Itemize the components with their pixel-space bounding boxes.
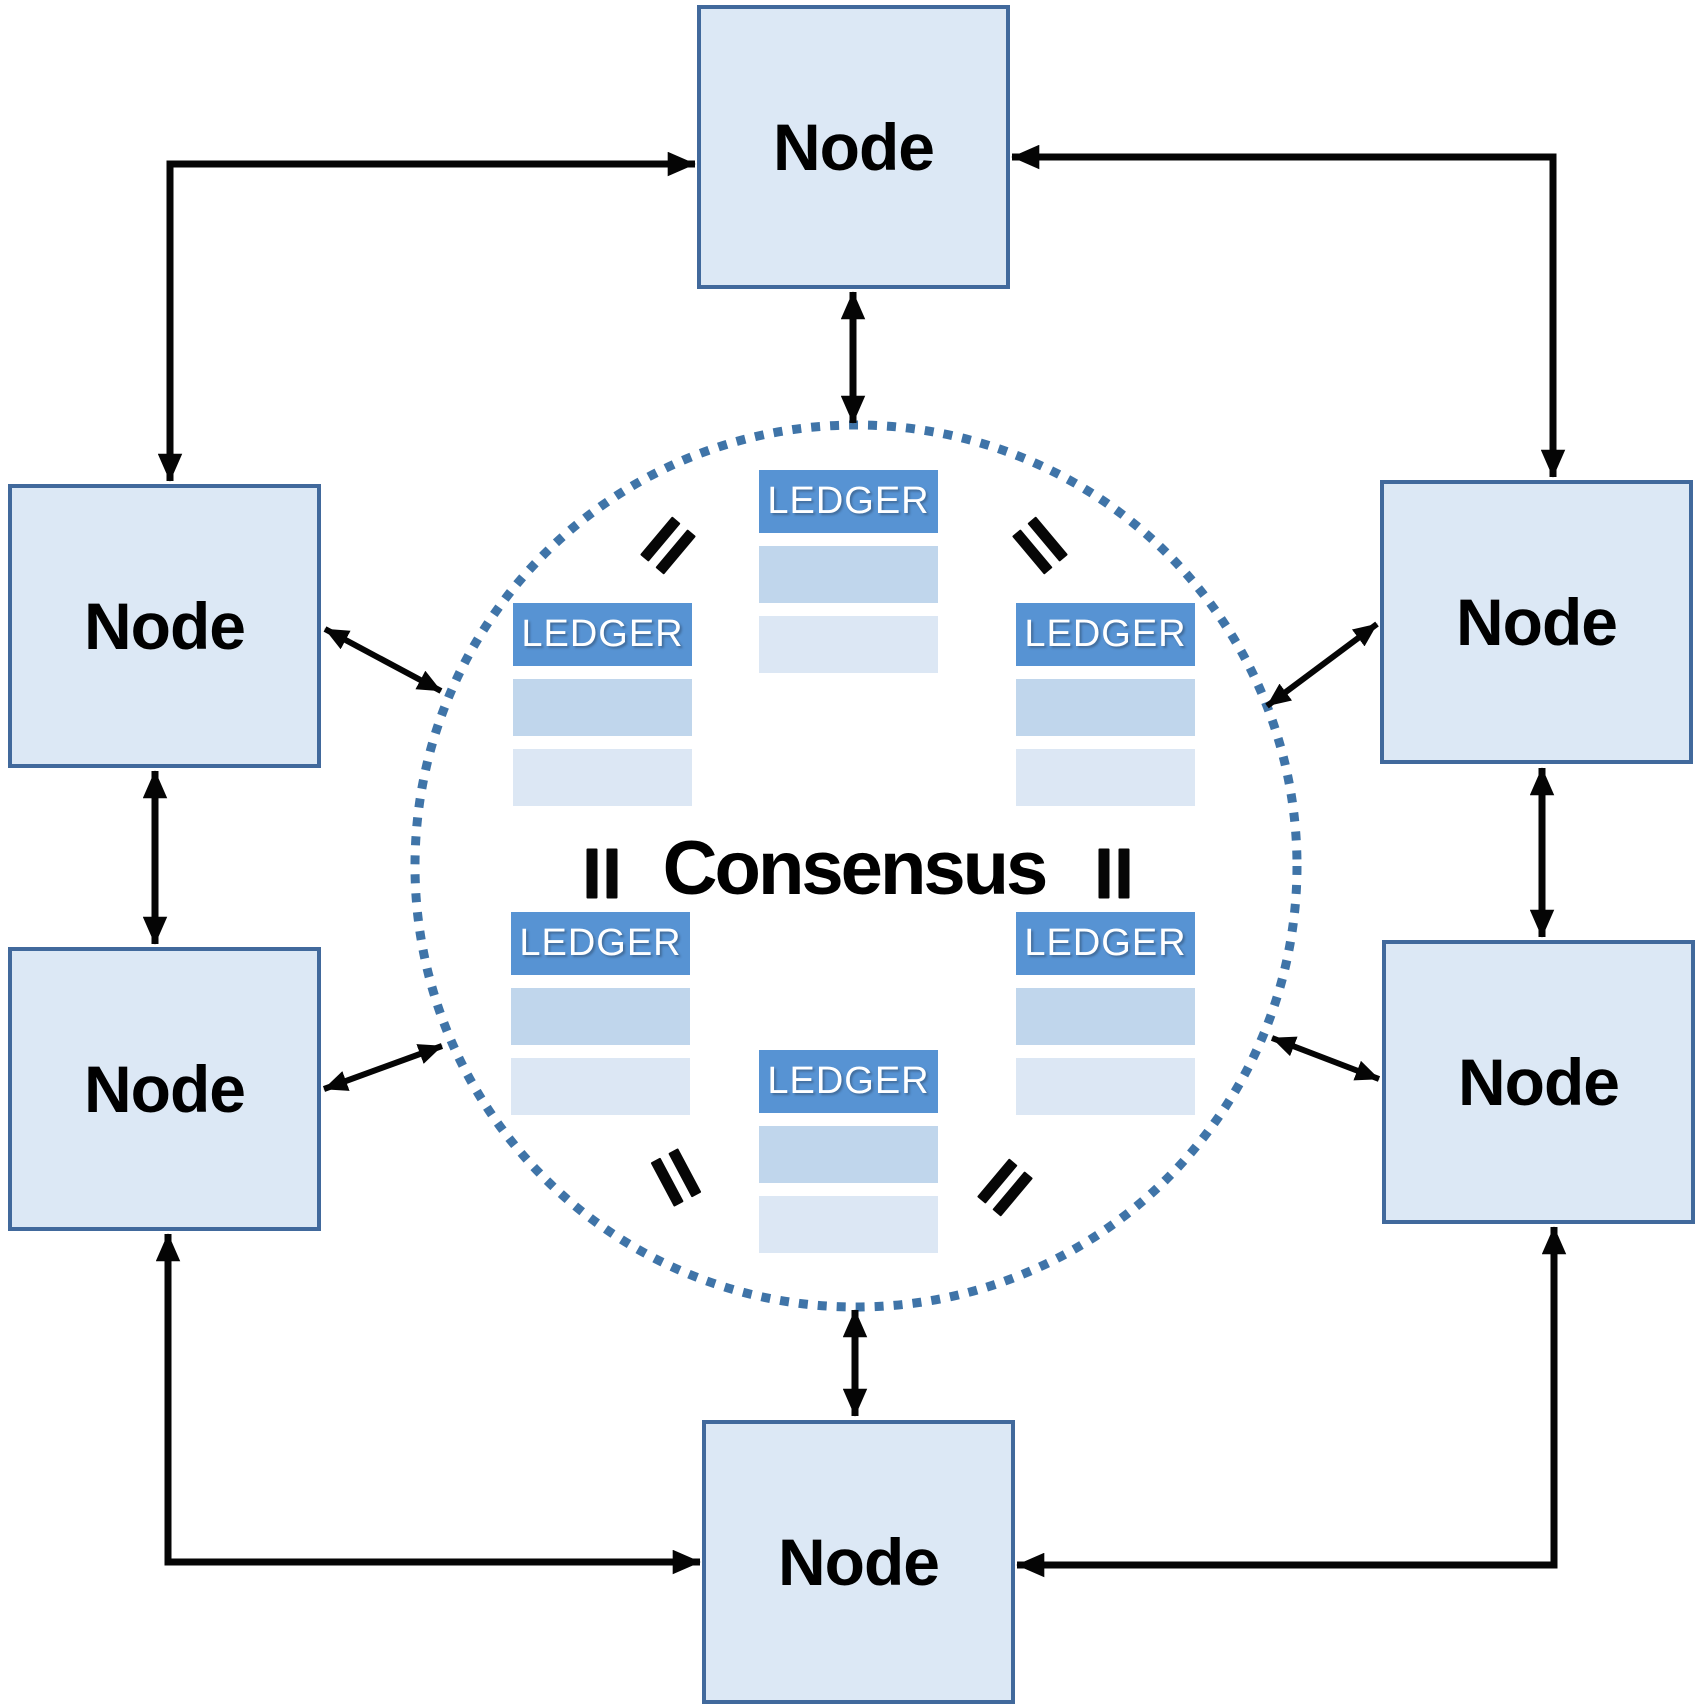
ledger-table-upper-right: LEDGER — [1016, 603, 1195, 806]
ledger-table-bottom-center: LEDGER — [759, 1050, 938, 1253]
ledger-row — [759, 616, 938, 673]
arrow-upperright-top — [1011, 144, 1566, 478]
ledger-header: LEDGER — [1016, 912, 1195, 975]
ledger-row — [513, 749, 692, 806]
arrow-lowerright-bottom — [1016, 1226, 1567, 1578]
ledger-row — [759, 1196, 938, 1253]
node-box-bottom: Node — [702, 1420, 1015, 1704]
ledger-header: LEDGER — [513, 603, 692, 666]
ledger-row — [511, 1058, 690, 1115]
node-label: Node — [84, 1052, 246, 1126]
node-label: Node — [1456, 585, 1618, 659]
ledger-row — [759, 546, 938, 603]
ledger-row — [1016, 679, 1195, 736]
ledger-row — [759, 1126, 938, 1183]
ledger-table-lower-left: LEDGER — [511, 912, 690, 1115]
node-label: Node — [778, 1525, 940, 1599]
consensus-circle — [410, 420, 1302, 1312]
node-box-top: Node — [697, 5, 1010, 289]
arrow-upperright-circle — [1265, 621, 1379, 709]
node-box-lower-right: Node — [1382, 940, 1695, 1224]
arrow-upperleft-circle — [323, 626, 443, 694]
ledger-row — [513, 679, 692, 736]
node-label: Node — [773, 110, 935, 184]
ledger-row — [1016, 749, 1195, 806]
ledger-header: LEDGER — [759, 470, 938, 533]
ledger-table-lower-right: LEDGER — [1016, 912, 1195, 1115]
arrow-upperleft-top — [157, 151, 696, 482]
ledger-row — [1016, 988, 1195, 1045]
node-box-upper-right: Node — [1380, 480, 1693, 764]
equals-icon — [1098, 848, 1130, 899]
node-box-lower-left: Node — [8, 947, 321, 1231]
ledger-row — [1016, 1058, 1195, 1115]
arrow-lowerright-circle — [1270, 1035, 1381, 1082]
consensus-label: Consensus — [662, 826, 1049, 911]
node-label: Node — [1458, 1045, 1620, 1119]
arrow-lowerleft-circle — [322, 1043, 444, 1092]
ledger-table-upper-left: LEDGER — [513, 603, 692, 806]
arrow-lowerleft-bottom — [155, 1233, 701, 1575]
node-box-upper-left: Node — [8, 484, 321, 768]
ledger-header: LEDGER — [1016, 603, 1195, 666]
node-label: Node — [84, 589, 246, 663]
ledger-row — [511, 988, 690, 1045]
equals-icon — [586, 848, 618, 899]
ledger-header: LEDGER — [511, 912, 690, 975]
ledger-header: LEDGER — [759, 1050, 938, 1113]
ledger-table-top-center: LEDGER — [759, 470, 938, 673]
